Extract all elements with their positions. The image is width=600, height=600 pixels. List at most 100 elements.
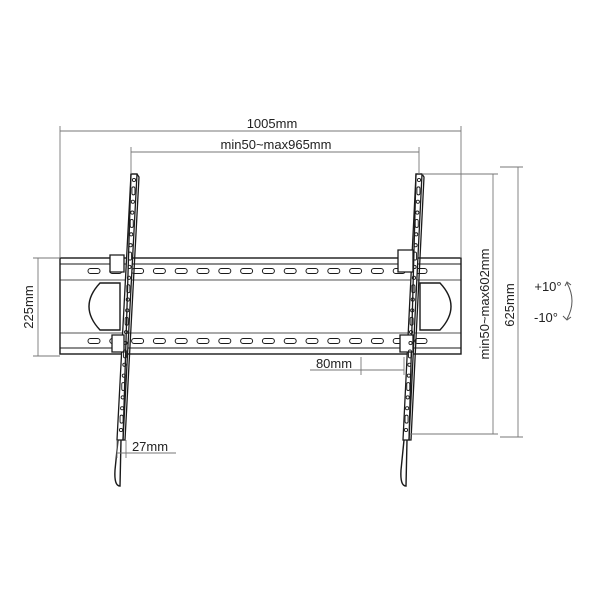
- arm-hole: [121, 373, 126, 378]
- arm-hole: [416, 177, 422, 183]
- arm-hole: [130, 210, 135, 215]
- arm-slot: [413, 251, 417, 261]
- arm-offset-label: 80mm: [316, 356, 352, 371]
- dim-plate-height: [33, 257, 60, 357]
- vesa-vertical-label: min50~max602mm: [477, 249, 492, 360]
- arm-slot: [408, 349, 412, 359]
- arm-slot: [131, 186, 136, 196]
- left-arm-hook-bottom: [111, 334, 125, 353]
- arm-hole: [408, 340, 413, 346]
- plate-slot: [349, 338, 363, 344]
- plate-slot: [218, 268, 232, 274]
- arm-hole: [405, 406, 410, 411]
- left-cutout: [88, 282, 121, 331]
- arm-hole: [403, 427, 409, 433]
- arm-slot: [409, 316, 414, 326]
- plate-slot: [261, 338, 275, 344]
- plate-slot: [174, 268, 188, 274]
- right-arm-holes: [403, 177, 422, 433]
- arm-slot: [124, 316, 129, 326]
- arm-hole: [130, 199, 135, 204]
- tilt-up-label: +10°: [534, 279, 561, 294]
- arm-hole: [120, 406, 125, 411]
- plate-slot: [305, 338, 319, 344]
- plate-slot: [174, 338, 188, 344]
- arm-hole: [120, 395, 125, 400]
- dim-vesa-horizontal: [130, 147, 420, 174]
- arm-hole: [406, 373, 411, 378]
- plate-slot: [305, 268, 319, 274]
- arm-hole: [409, 330, 414, 335]
- dim-overall-width: [59, 126, 462, 258]
- plate-slot: [349, 268, 363, 274]
- tilt-arrow-icon: [562, 281, 573, 321]
- plate-slot: [370, 338, 384, 344]
- arm-hole: [123, 340, 128, 346]
- dim-vesa-vertical: [410, 173, 498, 435]
- arm-slot: [126, 284, 131, 294]
- plate-slot: [240, 338, 254, 344]
- arm-hole: [129, 232, 134, 237]
- plate-slot: [152, 338, 166, 344]
- dim-overall-height: [500, 166, 523, 438]
- overall-width-label: 1005mm: [247, 116, 298, 131]
- plate-slot: [87, 338, 101, 344]
- arm-hole: [118, 427, 124, 433]
- plate-slot: [414, 338, 428, 344]
- arm-hole: [415, 210, 420, 215]
- plate-slot: [283, 268, 297, 274]
- right-arm-hook-bottom: [399, 334, 414, 353]
- arm-slot: [406, 382, 411, 391]
- arm-hole: [122, 362, 127, 367]
- plate-slot: [370, 268, 384, 274]
- plate-slot: [261, 268, 275, 274]
- dim-arm-offset: [310, 357, 405, 375]
- arm-slot: [129, 219, 134, 228]
- plate-slot: [240, 268, 254, 274]
- dim-arm-width: [116, 440, 176, 458]
- tilt-down-label: -10°: [534, 310, 558, 325]
- arm-slot: [121, 382, 126, 391]
- arm-slot: [411, 284, 416, 294]
- left-safety-cord: [114, 439, 122, 487]
- plate-slot: [218, 338, 232, 344]
- arm-hole: [128, 243, 133, 248]
- right-arm: [397, 173, 425, 487]
- arm-slot: [416, 186, 421, 196]
- arm-hole: [415, 199, 420, 204]
- plate-slot: [196, 268, 210, 274]
- plate-slot: [327, 338, 341, 344]
- left-arm-holes: [118, 177, 137, 433]
- arm-hole: [411, 275, 416, 280]
- arm-slot: [414, 219, 419, 228]
- arm-width-label: 27mm: [132, 439, 168, 454]
- plate-slot: [152, 268, 166, 274]
- right-safety-cord: [400, 439, 408, 487]
- plate-slot: [327, 268, 341, 274]
- left-arm-hook-top: [109, 254, 125, 273]
- arm-slot: [404, 414, 409, 424]
- plate-slot: [131, 338, 145, 344]
- vesa-horizontal-label: min50~max965mm: [221, 137, 332, 152]
- overall-height-label: 625mm: [502, 283, 517, 326]
- arm-hole: [412, 264, 417, 270]
- arm-hole: [405, 395, 410, 400]
- arm-hole: [125, 308, 130, 313]
- plate-slot: [283, 338, 297, 344]
- left-arm: [109, 173, 140, 487]
- arm-hole: [125, 297, 130, 302]
- arm-slot: [123, 349, 127, 359]
- wall-plate-outline: [59, 257, 462, 355]
- arm-hole: [413, 243, 418, 248]
- arm-hole: [410, 308, 415, 313]
- plate-slot: [196, 338, 210, 344]
- arm-hole: [126, 275, 131, 280]
- right-cutout: [419, 282, 452, 331]
- arm-slot: [119, 414, 124, 424]
- arm-hole: [410, 297, 415, 302]
- arm-slot: [128, 251, 132, 261]
- plate-slot: [87, 268, 101, 274]
- arm-hole: [407, 362, 412, 367]
